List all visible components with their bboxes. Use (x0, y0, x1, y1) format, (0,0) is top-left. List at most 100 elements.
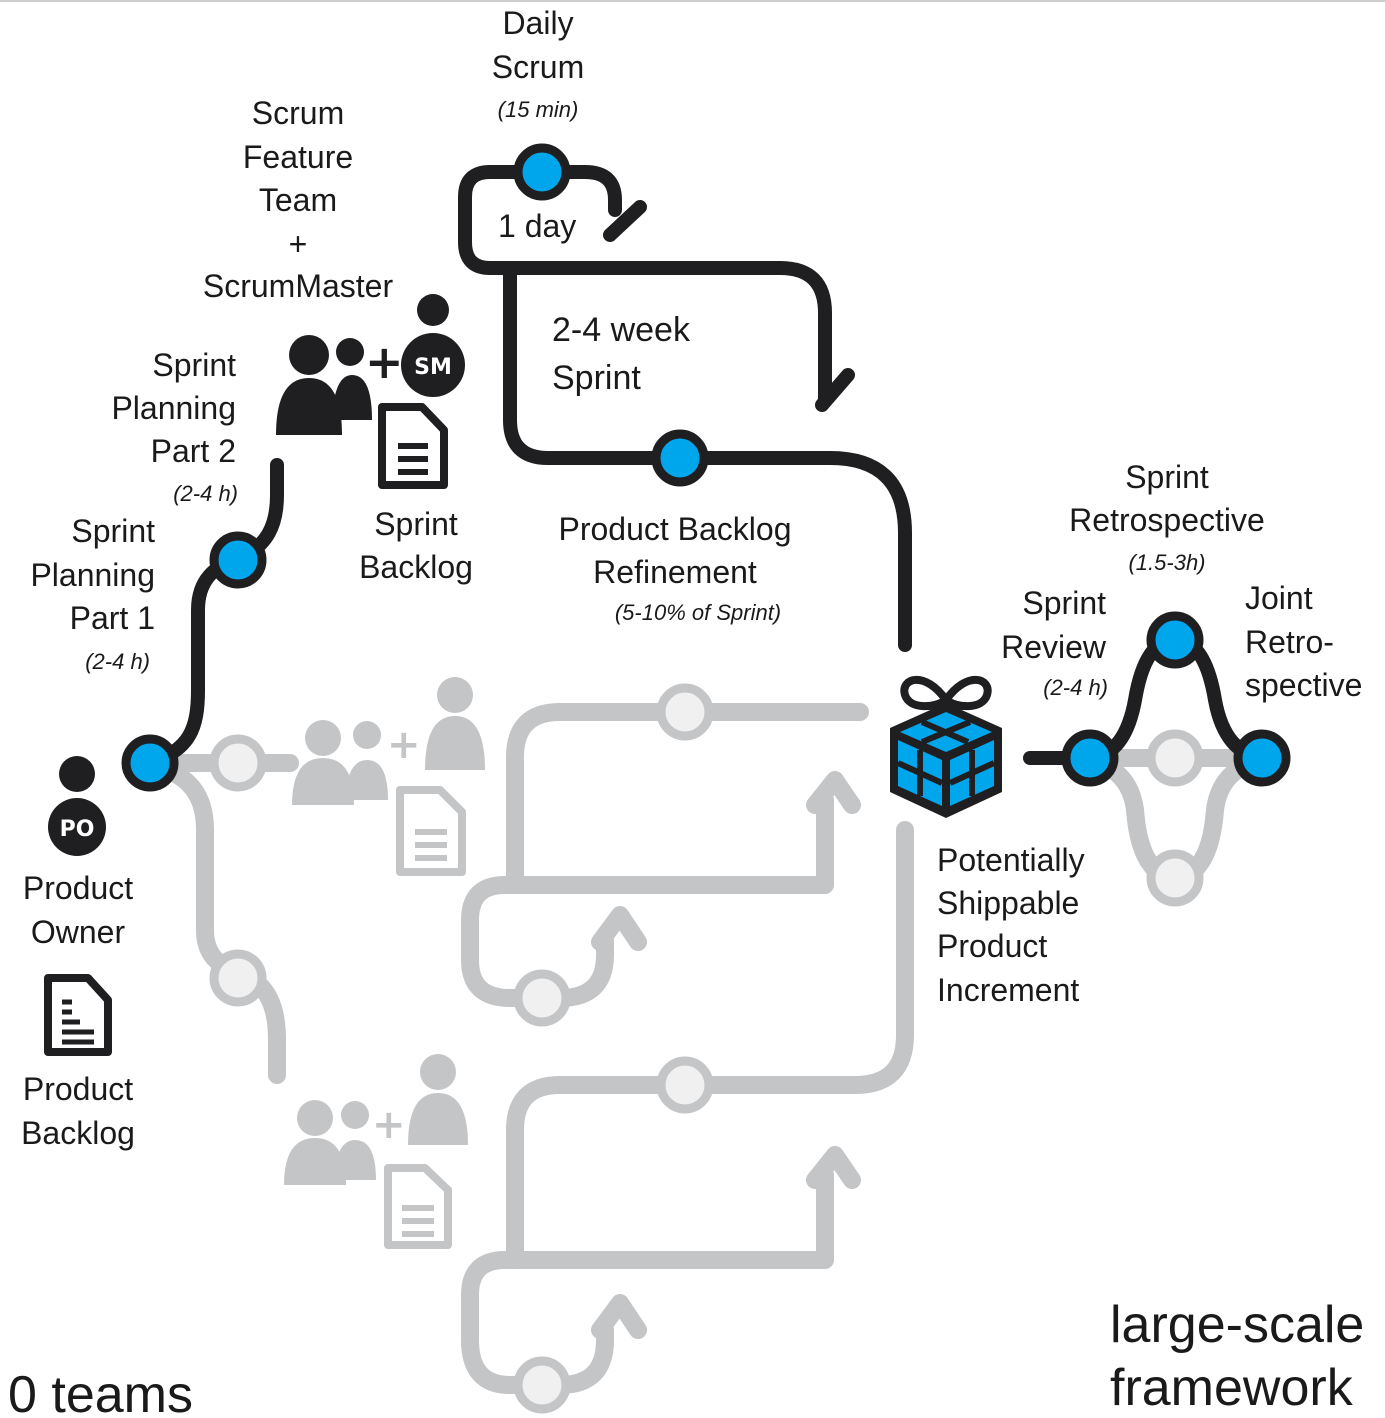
sp1-line-2: Planning (30, 557, 155, 593)
svg-text:+: + (387, 722, 421, 768)
top-rule (0, 0, 1385, 2)
increment-line-2: Shippable (937, 885, 1079, 921)
node-sprint-planning-2[interactable] (209, 531, 267, 589)
sprint-planning-1-label: Sprint Planning Part 1 (2-4 h) (30, 513, 155, 674)
sprint-length-label: 2-4 week Sprint (552, 311, 691, 397)
sprint-left-down (503, 261, 912, 652)
sprint-review-label: Sprint Review (2-4 h) (1001, 585, 1108, 700)
node-sprint-review[interactable] (1061, 729, 1119, 787)
team-line-4: + (289, 226, 308, 262)
review-line-2: Review (1001, 629, 1107, 665)
node-backlog-refinement[interactable] (651, 429, 709, 487)
ghost-sprint-loop-2 (461, 703, 869, 1007)
increment-line-1: Potentially (937, 842, 1085, 878)
sprint-length-line-2: Sprint (552, 359, 641, 397)
po-line-1: Product (23, 870, 133, 906)
team-icon (276, 335, 372, 435)
node-daily-scrum[interactable] (513, 143, 571, 201)
retro-line-1: Sprint (1125, 459, 1209, 495)
sprint-planning-2-label: Sprint Planning Part 2 (2-4 h) (111, 347, 238, 506)
team-line-1: Scrum (252, 95, 344, 131)
joint-line-1: Joint (1245, 580, 1313, 616)
daily-scrum-label: Daily Scrum (15 min) (492, 5, 584, 122)
ghost-node-retro-low (1146, 849, 1204, 907)
product-owner-label: Product Owner (23, 870, 133, 950)
ghost-sprint-arrow-3 (506, 1166, 834, 1269)
pbr-line-2: Refinement (593, 554, 757, 590)
review-line-1: Sprint (1022, 585, 1106, 621)
daily-scrum-loop-right (535, 165, 622, 217)
po-line-2: Owner (31, 914, 126, 950)
sprint-length-line-1: 2-4 week (552, 311, 691, 349)
sprint-backlog-line-1: Sprint (374, 506, 458, 542)
increment-line-3: Product (937, 928, 1047, 964)
node-sprint-planning-1[interactable] (121, 734, 179, 792)
ghost-branch-lines (141, 754, 286, 1084)
daily-scrum-line-2: Scrum (492, 49, 584, 85)
ghost-team-icon-2: + (292, 677, 485, 805)
sprint-backlog-line-2: Backlog (359, 549, 473, 585)
product-backlog-label: Product Backlog (21, 1071, 135, 1151)
ghost-sprint-arrow-2 (506, 791, 834, 894)
node-joint-retrospective[interactable] (1233, 729, 1291, 787)
sp1-line-1: Sprint (71, 513, 155, 549)
ghost-node-retro-mid (1146, 729, 1204, 787)
ghost-arrowhead-3 (806, 1146, 861, 1189)
product-increment-icon (890, 675, 1002, 818)
ghost-node-daily-team3 (513, 1356, 571, 1414)
sprint-backlog-doc-icon (378, 403, 448, 489)
ghost-doc-icon-3 (384, 1164, 452, 1249)
daily-scrum-arrowhead (603, 200, 647, 242)
sprint-retrospective-label: Sprint Retrospective (1.5-3h) (1069, 459, 1265, 575)
ghost-doc-icon-2 (396, 786, 466, 876)
pb-line-1: Product (23, 1071, 133, 1107)
node-sprint-retrospective[interactable] (1146, 611, 1204, 669)
joint-line-2: Retro- (1245, 624, 1334, 660)
team-label: Scrum Feature Team + ScrumMaster (203, 95, 394, 304)
plus-icon: + (365, 335, 404, 389)
team-line-3: Team (259, 182, 337, 218)
ghost-team-icon-3: + (284, 1054, 468, 1185)
sp1-time: (2-4 h) (85, 649, 150, 674)
team-line-5: ScrumMaster (203, 268, 394, 304)
sp2-time: (2-4 h) (173, 481, 238, 506)
pb-line-2: Backlog (21, 1115, 135, 1151)
ghost-node-daily-team2 (513, 969, 571, 1027)
ghost-arrowhead-2 (806, 771, 861, 814)
scrummaster-icon: SM (401, 294, 465, 397)
planning-track (143, 458, 284, 770)
sprint-arrowhead (815, 368, 855, 412)
daily-scrum-line-1: Daily (502, 5, 573, 41)
daily-scrum-time: (15 min) (498, 97, 579, 122)
footer-right-line-2: framework (1110, 1359, 1354, 1417)
increment-label: Potentially Shippable Product Increment (937, 842, 1085, 1008)
dark-tracks (143, 165, 1272, 770)
ghost-arrowhead-3b (591, 1294, 647, 1339)
retro-time: (1.5-3h) (1128, 550, 1205, 575)
po-badge-text: PO (60, 817, 95, 842)
pbr-line-1: Product Backlog (558, 511, 791, 547)
sp2-line-2: Planning (111, 390, 236, 426)
joint-retrospective-label: Joint Retro- spective (1245, 580, 1362, 703)
sp1-line-3: Part 1 (70, 600, 155, 636)
joint-line-3: spective (1245, 667, 1362, 703)
backlog-refinement-label: Product Backlog Refinement (5-10% of Spr… (558, 511, 791, 625)
product-owner-icon: PO (48, 756, 106, 856)
sprint-backlog-label: Sprint Backlog (359, 506, 473, 585)
sp2-line-3: Part 2 (151, 433, 236, 469)
ghost-node-refinement-team3 (656, 1056, 714, 1114)
product-backlog-doc-icon (44, 974, 112, 1056)
ghost-sprint-loop-3 (461, 821, 914, 1394)
footer-left-text: 0 teams (8, 1366, 193, 1418)
one-day-label: 1 day (498, 208, 576, 244)
ghost-node-planning-team3 (209, 949, 267, 1007)
daily-scrum-loop (458, 165, 549, 275)
ghost-team-tracks (141, 703, 1269, 1394)
retro-line-2: Retrospective (1069, 502, 1265, 538)
sprint-loop (503, 261, 832, 407)
svg-text:+: + (372, 1102, 406, 1148)
pbr-time: (5-10% of Sprint) (615, 600, 781, 625)
team-line-2: Feature (243, 139, 353, 175)
review-time: (2-4 h) (1043, 675, 1108, 700)
